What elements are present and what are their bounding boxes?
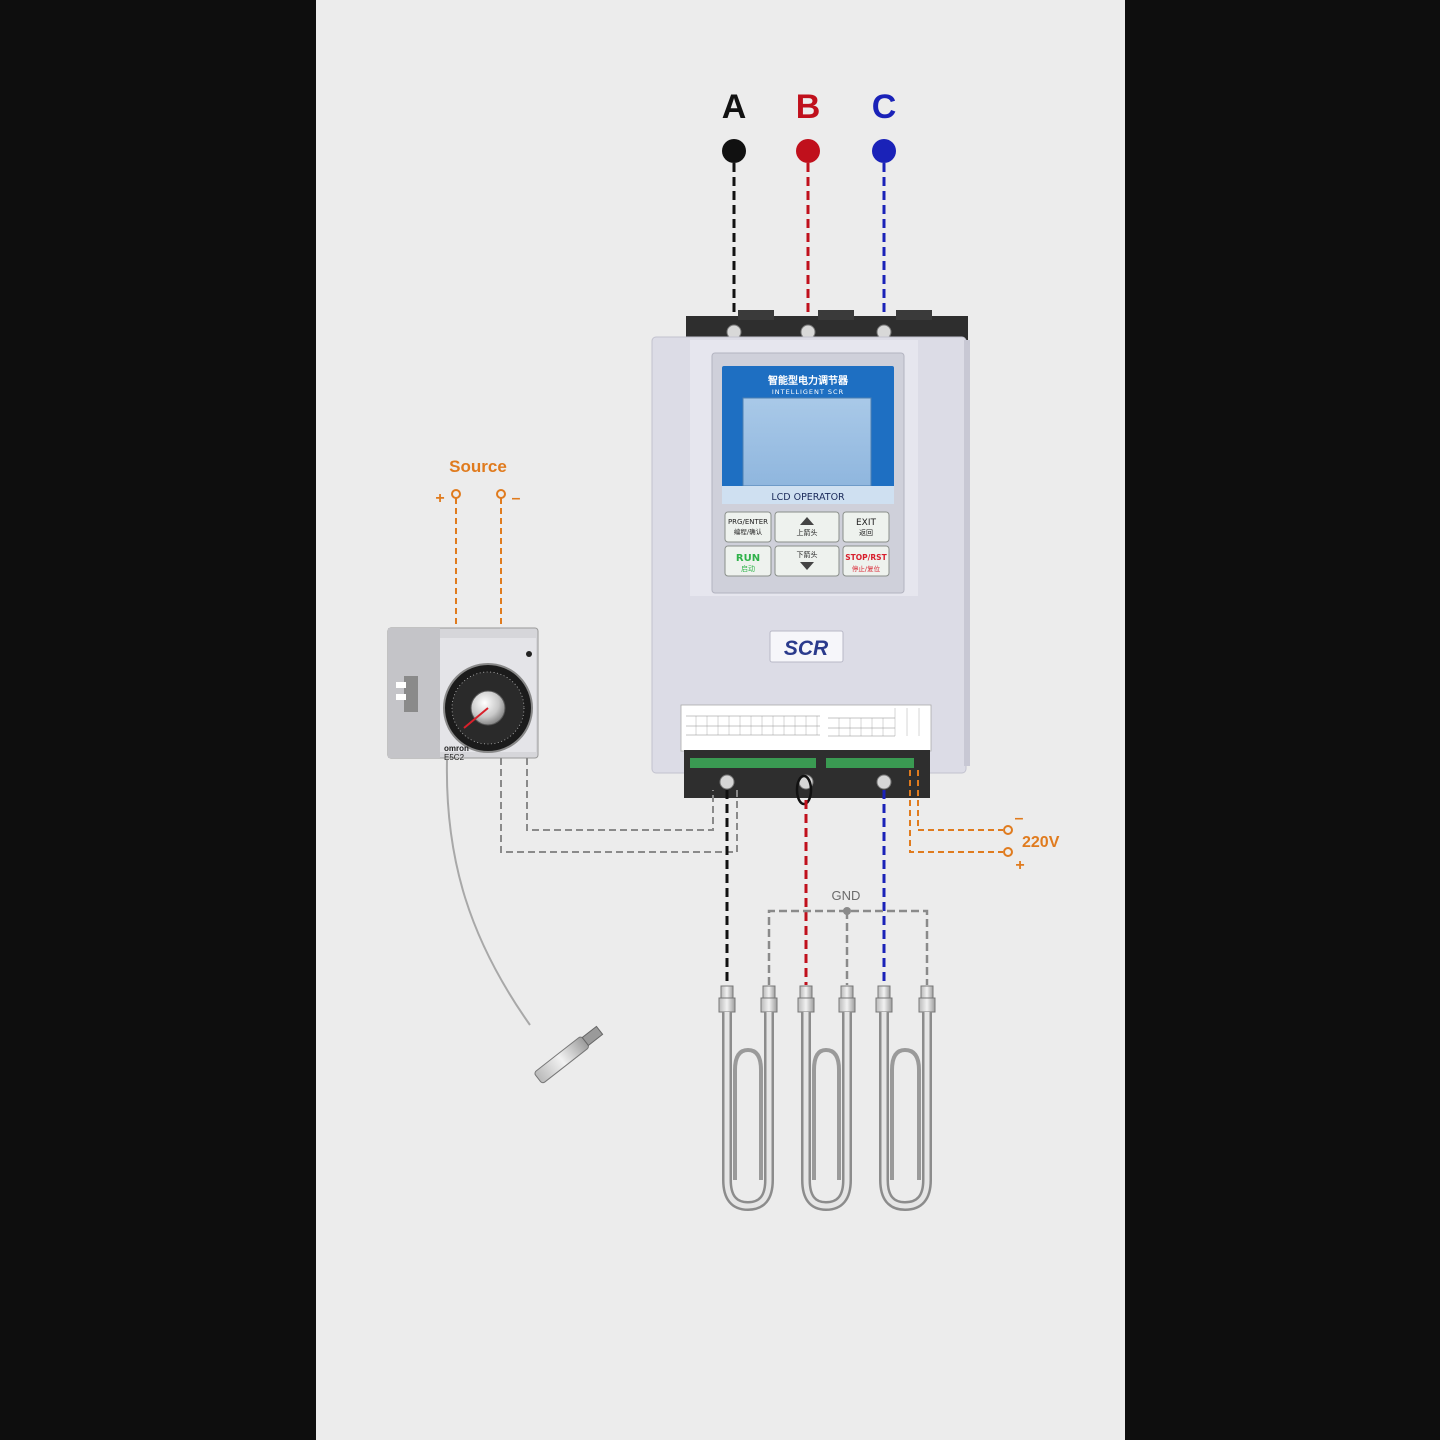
svg-text:启动: 启动: [741, 564, 755, 573]
supply-plus-terminal: [1003, 847, 1013, 857]
svg-text:STOP/RST: STOP/RST: [845, 553, 887, 562]
up-arrow-button[interactable]: 上箭头: [774, 511, 840, 543]
supply-plus-label: +: [1015, 857, 1024, 874]
phase-a-terminal: [722, 139, 746, 163]
source-label: Source: [449, 457, 507, 476]
output-c-screw: [876, 774, 892, 790]
source-minus-label: –: [512, 490, 521, 507]
svg-text:下箭头: 下箭头: [797, 550, 818, 559]
down-arrow-button[interactable]: 下箭头: [774, 545, 840, 577]
heater-element-a: [718, 985, 778, 1212]
prg-enter-button[interactable]: PRG/ENTER 编程/确认: [724, 511, 772, 543]
signal-wire-1: [526, 758, 714, 831]
source-plus-terminal: [451, 489, 461, 499]
supply-voltage-label: 220V: [1022, 834, 1060, 851]
controller-title-en: INTELLIGENT SCR: [772, 388, 844, 396]
heater-element-b: [797, 985, 856, 1212]
source-minus-terminal: [496, 489, 506, 499]
phase-b-label: B: [796, 88, 821, 126]
temperature-controller: omron E5C2: [387, 627, 539, 762]
gnd-node: [843, 907, 851, 915]
stop-rst-button[interactable]: STOP/RST 停止/复位: [842, 545, 890, 577]
lcd-screen: [742, 397, 872, 487]
down-arrow-icon: [800, 562, 814, 570]
svg-text:返回: 返回: [859, 529, 873, 537]
thermostat-model: E5C2: [444, 753, 465, 762]
gnd-label: GND: [832, 888, 861, 903]
output-a-screw: [719, 774, 735, 790]
controller-title-cn: 智能型电力调节器: [768, 374, 849, 387]
supply-minus-wire: [917, 770, 1003, 831]
svg-text:上箭头: 上箭头: [797, 528, 818, 537]
up-arrow-icon: [800, 517, 814, 525]
phase-a-label: A: [722, 88, 747, 126]
gnd-bus: [767, 909, 929, 985]
phase-b-terminal: [796, 139, 820, 163]
exit-button[interactable]: EXIT 返回: [842, 511, 890, 543]
scr-badge: SCR: [784, 637, 829, 660]
heater-element-c: [875, 985, 936, 1212]
supply-minus-terminal: [1003, 825, 1013, 835]
scr-controller: 智能型电力调节器 INTELLIGENT SCR LCD OPERATOR PR…: [651, 310, 970, 806]
thermostat-brand: omron: [444, 744, 469, 753]
svg-text:EXIT: EXIT: [856, 518, 877, 528]
lcd-operator-label: LCD OPERATOR: [771, 492, 845, 503]
supply-minus-label: –: [1015, 810, 1024, 827]
svg-text:RUN: RUN: [736, 553, 760, 564]
source-plus-label: +: [435, 490, 444, 507]
supply-plus-wire: [909, 770, 1003, 853]
svg-text:编程/确认: 编程/确认: [734, 527, 763, 536]
phase-c-label: C: [872, 88, 897, 126]
signal-wire-2: [500, 758, 738, 853]
thermocouple-probe: [534, 1025, 604, 1084]
phase-c-terminal: [872, 139, 896, 163]
svg-text:停止/复位: 停止/复位: [852, 564, 881, 573]
thermocouple-cable: [445, 759, 531, 1026]
run-button[interactable]: RUN 启动: [724, 545, 772, 577]
svg-text:PRG/ENTER: PRG/ENTER: [728, 518, 768, 526]
